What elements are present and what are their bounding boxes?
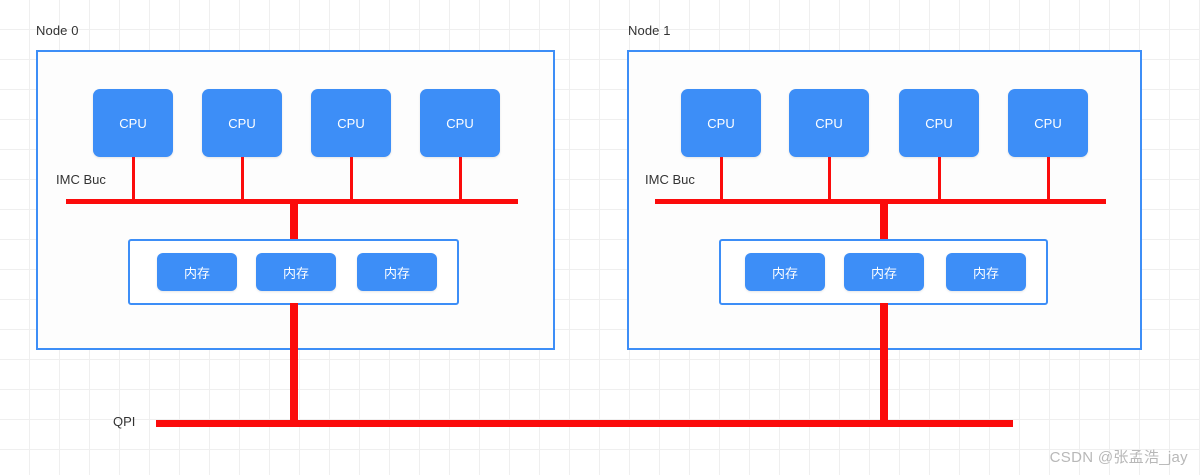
node-1-cpu-1[interactable]: CPU: [789, 89, 869, 157]
node-1-cpu-2[interactable]: CPU: [899, 89, 979, 157]
node-0-cpu-3[interactable]: CPU: [420, 89, 500, 157]
node-1-cpu-1-wire: [828, 157, 831, 201]
node-0-memory-1[interactable]: 内存: [256, 253, 336, 291]
node-1-memory-1[interactable]: 内存: [844, 253, 924, 291]
node-0-memory-0[interactable]: 内存: [157, 253, 237, 291]
node-0-cpu-1-wire: [241, 157, 244, 201]
node-1-cpu-3[interactable]: CPU: [1008, 89, 1088, 157]
node-1-bus-to-memory-wire: [880, 199, 888, 241]
node-1-label: Node 1: [628, 23, 671, 38]
node-0-cpu-1[interactable]: CPU: [202, 89, 282, 157]
node-1-cpu-2-wire: [938, 157, 941, 201]
node-0-label: Node 0: [36, 23, 79, 38]
node-0-cpu-0[interactable]: CPU: [93, 89, 173, 157]
qpi-bus-line: [156, 420, 1013, 427]
node-0-cpu-2[interactable]: CPU: [311, 89, 391, 157]
node-0-cpu-0-wire: [132, 157, 135, 201]
node-0-memory-2[interactable]: 内存: [357, 253, 437, 291]
node-0-qpi-drop-wire: [290, 303, 298, 426]
node-1-memory-0[interactable]: 内存: [745, 253, 825, 291]
node-1-cpu-3-wire: [1047, 157, 1050, 201]
node-1-cpu-0[interactable]: CPU: [681, 89, 761, 157]
node-0-cpu-2-wire: [350, 157, 353, 201]
node-1-qpi-drop-wire: [880, 303, 888, 426]
node-0-imc-bus-label: IMC Buc: [56, 172, 106, 187]
node-1-memory-2[interactable]: 内存: [946, 253, 1026, 291]
node-1-cpu-0-wire: [720, 157, 723, 201]
node-0-bus-to-memory-wire: [290, 199, 298, 241]
qpi-label: QPI: [113, 414, 136, 429]
node-0-cpu-3-wire: [459, 157, 462, 201]
node-1-imc-bus-label: IMC Buc: [645, 172, 695, 187]
watermark: CSDN @张孟浩_jay: [1049, 449, 1188, 466]
